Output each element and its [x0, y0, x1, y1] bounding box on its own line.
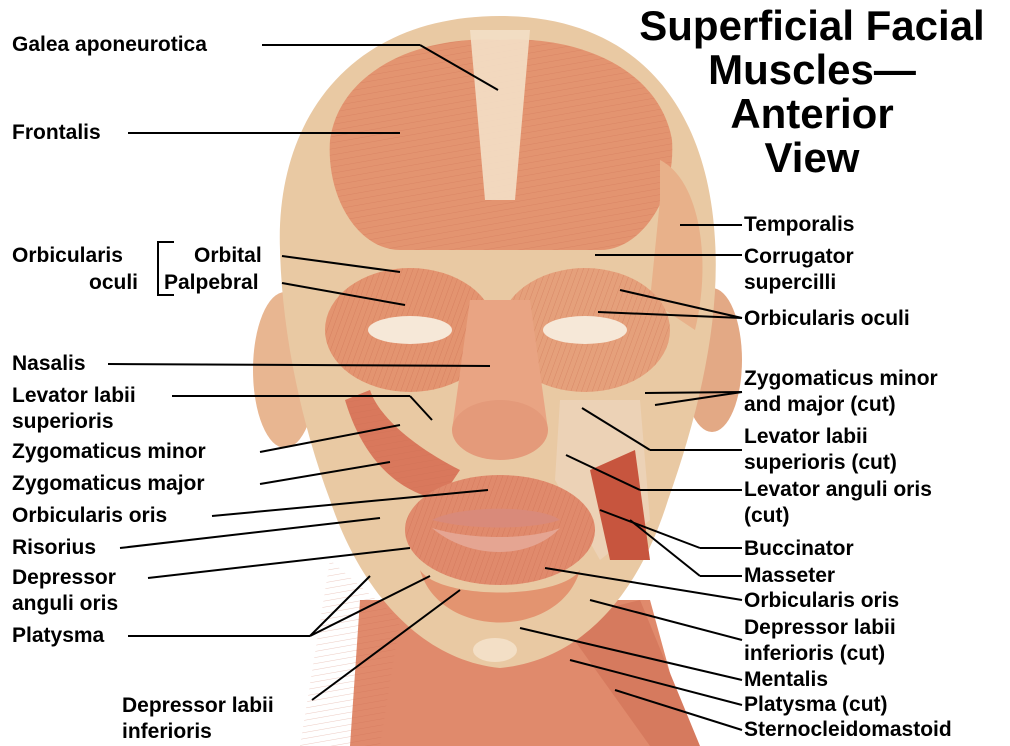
title-line-1: Superficial Facial — [612, 4, 1010, 48]
label-depressor-labii-cut-1: Depressor labii — [744, 616, 896, 640]
left-eye — [368, 316, 452, 344]
title-line-4: View — [612, 136, 1010, 180]
label-zygomaticus-major: Zygomaticus major — [12, 472, 205, 496]
label-buccinator: Buccinator — [744, 537, 854, 561]
label-depressor-labii-inf-2: inferioris — [122, 720, 212, 744]
label-frontalis: Frontalis — [12, 121, 101, 145]
label-orbicularis-oris-right: Orbicularis oris — [744, 589, 899, 613]
title-line-2: Muscles— — [612, 48, 1010, 92]
label-levator-labii-cut-1: Levator labii — [744, 425, 868, 449]
label-depressor-2: anguli oris — [12, 592, 118, 616]
label-levator-anguli-1: Levator anguli oris — [744, 478, 932, 502]
label-temporalis: Temporalis — [744, 213, 854, 237]
label-levator-anguli-2: (cut) — [744, 504, 790, 528]
label-levator-labii-2: superioris — [12, 410, 114, 434]
label-zygomaticus-cut-1: Zygomaticus minor — [744, 367, 938, 391]
label-zygomaticus-cut-2: and major (cut) — [744, 393, 896, 417]
right-eye — [543, 316, 627, 344]
label-galea-aponeurotica: Galea aponeurotica — [12, 33, 207, 57]
diagram-title: Superficial Facial Muscles— Anterior Vie… — [612, 4, 1010, 180]
label-depressor-labii-inf-1: Depressor labii — [122, 694, 274, 718]
label-mentalis: Mentalis — [744, 668, 828, 692]
label-sternocleidomastoid: Sternocleidomastoid — [744, 718, 952, 742]
label-nasalis: Nasalis — [12, 352, 86, 376]
label-oculi: oculi — [89, 271, 138, 295]
label-orbicularis: Orbicularis — [12, 244, 123, 268]
chin-pad — [473, 638, 517, 662]
label-platysma: Platysma — [12, 624, 104, 648]
label-orbicularis-oris-left: Orbicularis oris — [12, 504, 167, 528]
nose-tip — [452, 400, 548, 460]
label-levator-labii-1: Levator labii — [12, 384, 136, 408]
label-corrugator-1: Corrugator — [744, 245, 854, 269]
label-levator-labii-cut-2: superioris (cut) — [744, 451, 897, 475]
label-zygomaticus-minor: Zygomaticus minor — [12, 440, 206, 464]
label-orbital: Orbital — [194, 244, 262, 268]
label-masseter: Masseter — [744, 564, 835, 588]
label-depressor-labii-cut-2: inferioris (cut) — [744, 642, 885, 666]
label-platysma-cut: Platysma (cut) — [744, 693, 888, 717]
label-orbicularis-oculi-right: Orbicularis oculi — [744, 307, 910, 331]
title-line-3: Anterior — [612, 92, 1010, 136]
label-palpebral: Palpebral — [164, 271, 259, 295]
label-risorius: Risorius — [12, 536, 96, 560]
label-corrugator-2: supercilli — [744, 271, 836, 295]
label-depressor-1: Depressor — [12, 566, 116, 590]
